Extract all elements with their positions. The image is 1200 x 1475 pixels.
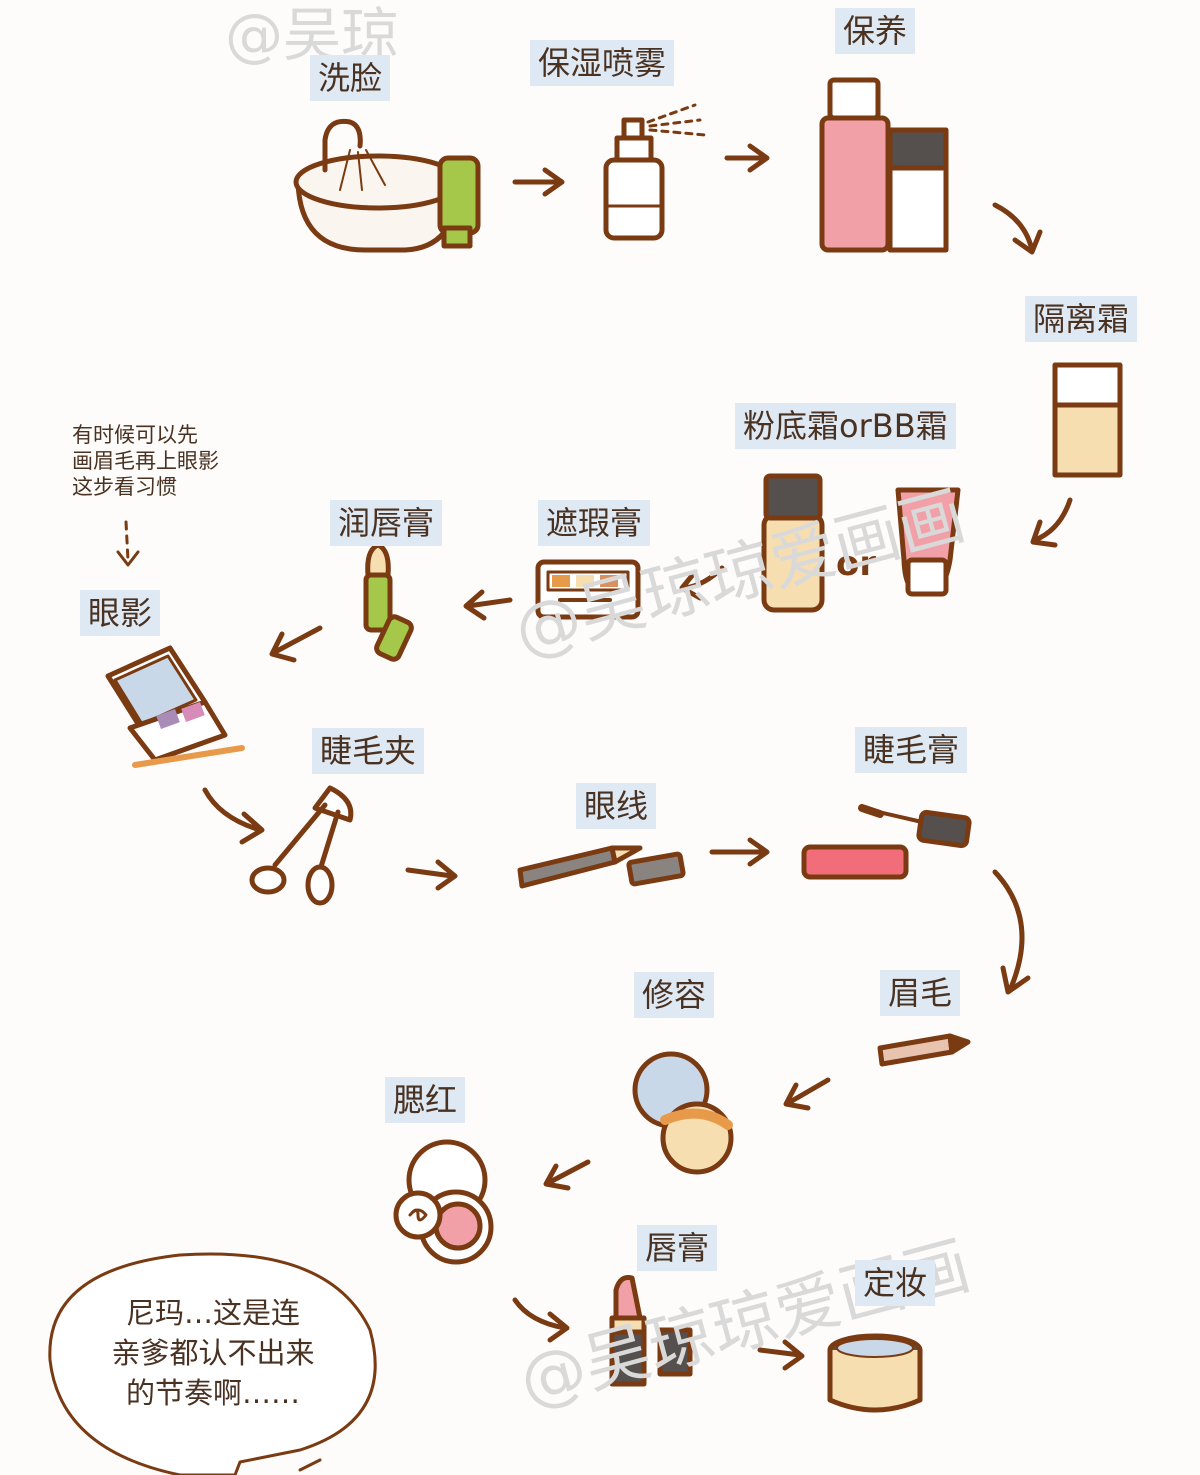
setting-powder-jar-icon: [827, 1333, 923, 1413]
arrow-icon: [757, 1339, 805, 1371]
label-mascara: 睫毛膏: [855, 727, 968, 773]
arrow-icon: [543, 1159, 591, 1191]
arrow-icon: [1030, 497, 1073, 548]
arrow-icon: [992, 869, 1031, 995]
dashed-arrow-icon: [124, 520, 130, 562]
bb-cream-tube-icon: [895, 487, 961, 597]
lash-curler-icon: [249, 785, 354, 906]
arrow-icon: [202, 787, 265, 845]
primer-bottle-icon: [1052, 362, 1123, 478]
mascara-icon: [801, 804, 972, 880]
arrow-icon: [269, 625, 323, 663]
wash-basin-icon: [293, 118, 481, 253]
arrow-icon: [116, 550, 140, 567]
label-setting: 定妆: [855, 1260, 936, 1306]
eyeliner-pencil-icon: [517, 845, 686, 889]
label-lash-curler: 睫毛夹: [312, 728, 425, 774]
arrow-icon: [992, 202, 1043, 255]
label-eyebrow: 眉毛: [880, 970, 961, 1016]
speech-bubble: [48, 1252, 377, 1475]
foundation-bottle-icon: [761, 473, 825, 613]
arrow-icon: [679, 565, 725, 601]
arrow-icon: [709, 837, 770, 867]
label-eyeshadow: 眼影: [80, 590, 161, 636]
label-wash-face: 洗脸: [310, 55, 391, 101]
label-concealer: 遮瑕膏: [538, 500, 651, 546]
concealer-palette-icon: [535, 559, 641, 620]
spray-bottle-icon: [603, 103, 707, 241]
contour-compact-icon: [632, 1051, 734, 1175]
side-note: 有时候可以先 画眉毛再上眼影 这步看习惯: [72, 423, 219, 499]
arrow-icon: [512, 167, 565, 197]
lipstick-icon: [609, 1275, 693, 1387]
arrow-icon: [724, 143, 770, 173]
label-mist-spray: 保湿喷雾: [530, 40, 675, 86]
eyebrow-pencil-icon: [877, 1033, 971, 1067]
label-eyeliner: 眼线: [576, 783, 657, 829]
speech-bubble-text: 尼玛…这是连 亲爹都认不出来 的节奏啊……: [111, 1296, 315, 1410]
label-skincare: 保养: [835, 8, 916, 54]
blush-compact-icon: [393, 1139, 494, 1265]
arrow-icon: [463, 589, 513, 621]
label-primer: 隔离霜: [1025, 296, 1138, 342]
arrow-icon: [783, 1077, 831, 1111]
lip-balm-icon: [363, 542, 414, 662]
arrow-icon: [512, 1297, 570, 1343]
label-foundation: 粉底霜orBB霜: [735, 403, 956, 449]
label-contour: 修容: [634, 972, 715, 1018]
or-text: or: [836, 544, 876, 584]
label-lip-balm: 润唇膏: [330, 500, 443, 546]
flow-arrows: [116, 143, 1073, 1371]
arrow-icon: [405, 859, 458, 891]
label-blush: 腮红: [385, 1077, 466, 1123]
skincare-bottles-icon: [819, 77, 949, 253]
label-lipstick: 唇膏: [637, 1225, 718, 1271]
eyeshadow-compact-icon: [105, 645, 245, 768]
